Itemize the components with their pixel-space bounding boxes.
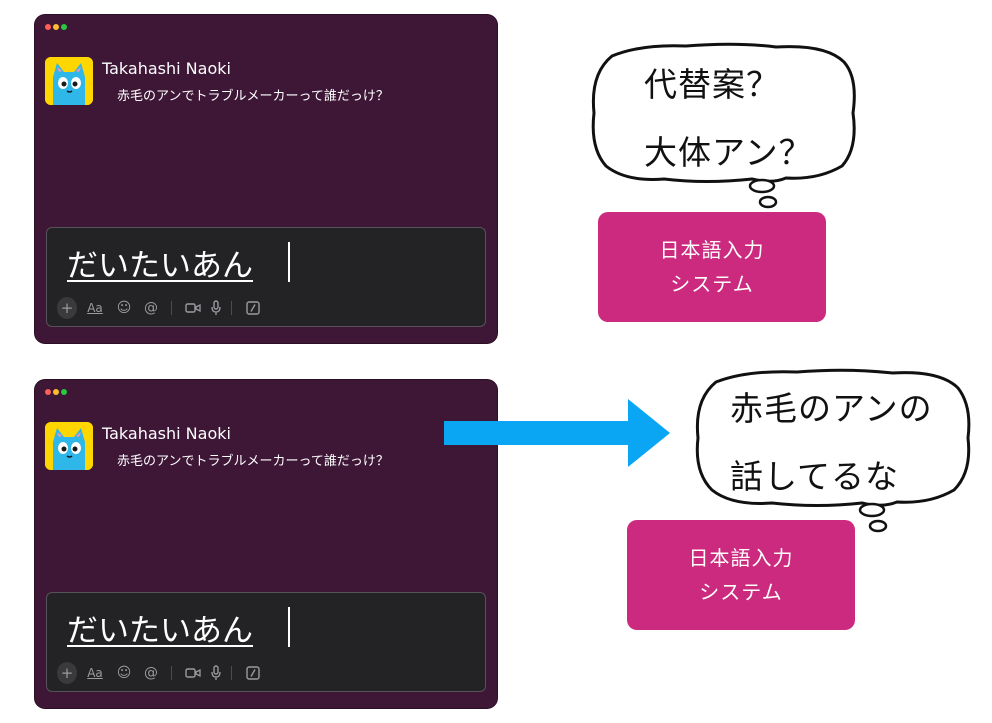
- message-author[interactable]: Takahashi Naoki: [102, 59, 231, 78]
- emoji-icon[interactable]: ☺: [116, 665, 132, 681]
- thought-line-1: 赤毛のアンの: [730, 389, 933, 428]
- window-traffic-lights: [45, 389, 67, 395]
- plus-icon[interactable]: +: [57, 662, 77, 684]
- toolbar-divider: [171, 301, 172, 315]
- message-composer[interactable]: だいたいあん + Aa ☺ @: [46, 592, 486, 692]
- zoom-dot[interactable]: [61, 24, 67, 30]
- avatar[interactable]: [45, 57, 93, 105]
- plus-icon[interactable]: +: [57, 297, 77, 319]
- cat-avatar-icon: [45, 57, 93, 105]
- thought-bubble-top: 代替案？ 大体アン？: [586, 38, 858, 213]
- video-icon[interactable]: [183, 662, 203, 684]
- format-icon[interactable]: Aa: [87, 301, 103, 315]
- avatar[interactable]: [45, 422, 93, 470]
- toolbar-divider: [171, 666, 172, 680]
- message-author[interactable]: Takahashi Naoki: [102, 424, 231, 443]
- slash-command-icon[interactable]: [243, 662, 263, 684]
- mic-icon[interactable]: [206, 297, 226, 319]
- composer-input-text[interactable]: だいたいあん: [67, 248, 253, 284]
- ime-system-box-top: 日本語入力 システム: [598, 212, 826, 322]
- ime-label-line1: 日本語入力: [688, 546, 794, 570]
- mention-icon[interactable]: @: [144, 300, 158, 316]
- ime-system-box-bottom: 日本語入力 システム: [627, 520, 855, 630]
- minimize-dot[interactable]: [53, 389, 59, 395]
- zoom-dot[interactable]: [61, 389, 67, 395]
- message-text: 赤毛のアンでトラブルメーカーって誰だっけ？: [117, 89, 389, 104]
- text-caret: [288, 242, 290, 282]
- composer-input-text[interactable]: だいたいあん: [67, 613, 253, 649]
- video-icon[interactable]: [183, 297, 203, 319]
- ime-label-line1: 日本語入力: [659, 238, 765, 262]
- toolbar-divider: [231, 666, 232, 680]
- thought-line-2: 大体アン？: [644, 133, 813, 172]
- text-caret: [288, 607, 290, 647]
- message-composer[interactable]: だいたいあん + Aa ☺ @: [46, 227, 486, 327]
- ime-label-line2: システム: [699, 580, 783, 604]
- close-dot[interactable]: [45, 24, 51, 30]
- mention-icon[interactable]: @: [144, 665, 158, 681]
- slash-command-icon[interactable]: [243, 297, 263, 319]
- close-dot[interactable]: [45, 389, 51, 395]
- emoji-icon[interactable]: ☺: [116, 300, 132, 316]
- window-traffic-lights: [45, 24, 67, 30]
- chat-window-top: Takahashi Naoki 赤毛のアンでトラブルメーカーって誰だっけ？ だい…: [35, 15, 497, 343]
- toolbar-divider: [231, 301, 232, 315]
- message-text: 赤毛のアンでトラブルメーカーって誰だっけ？: [117, 454, 389, 469]
- ime-label-line2: システム: [670, 272, 754, 296]
- chat-window-bottom: Takahashi Naoki 赤毛のアンでトラブルメーカーって誰だっけ？ だい…: [35, 380, 497, 708]
- cat-avatar-icon: [45, 422, 93, 470]
- mic-icon[interactable]: [206, 662, 226, 684]
- thought-line-1: 代替案？: [644, 65, 780, 104]
- thought-line-2: 話してるな: [730, 457, 900, 496]
- minimize-dot[interactable]: [53, 24, 59, 30]
- format-icon[interactable]: Aa: [87, 666, 103, 680]
- right-arrow-icon: [444, 399, 670, 467]
